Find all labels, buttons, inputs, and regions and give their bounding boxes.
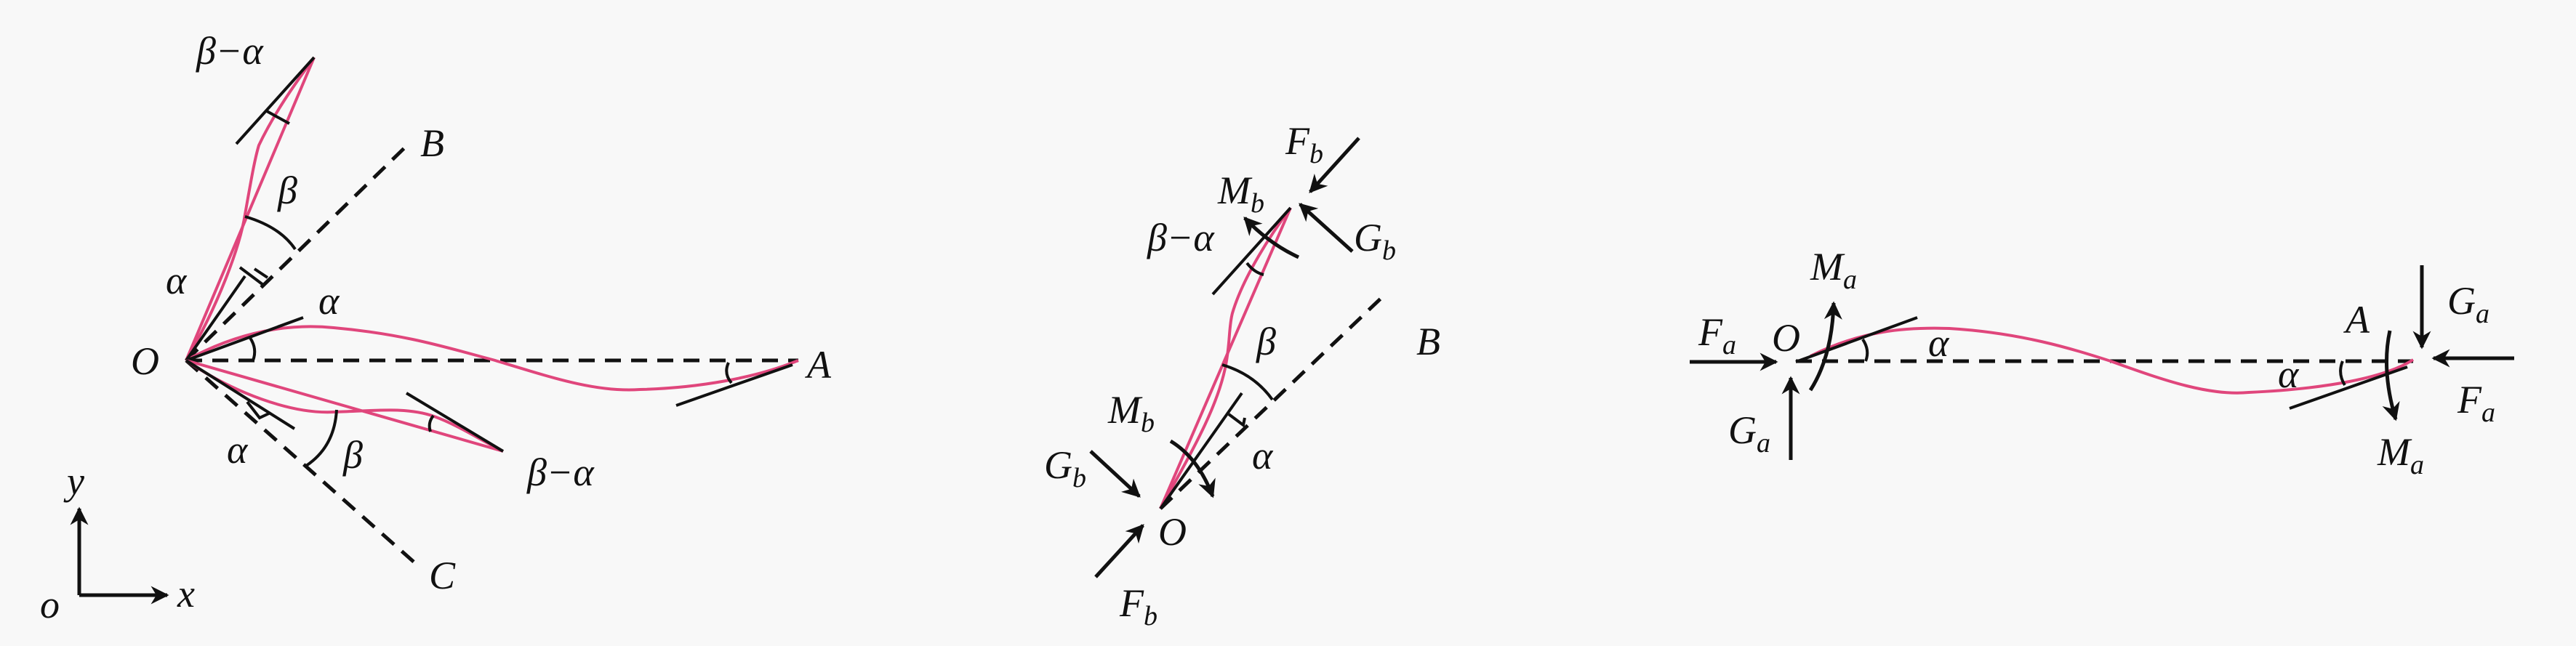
tangent-top [235,56,316,145]
label-alpha: α [1252,434,1274,477]
tangent-top [1211,206,1292,296]
label-a: A [2343,298,2370,342]
force-arrow-fb-top [1309,137,1360,193]
moment-arrow-ma-left [1808,301,1842,392]
label-b: B [1416,320,1440,363]
label-gb-top: Gb [1354,216,1396,266]
beam-curve [1810,326,2415,395]
label-alpha-o: α [1928,321,1950,365]
label-o: O [1158,510,1187,554]
label-c: C [429,554,456,597]
beta-arc-b [244,215,297,251]
tangent-o-a [185,316,304,362]
angle-arc-o [1861,338,1869,362]
label-beta-oc: β [342,433,363,477]
beam-curve-oc [185,359,504,453]
label-alpha-ob: α [166,259,188,302]
force-arrow-fb-bottom [1094,524,1144,578]
label-axes-origin: o [40,583,60,626]
right-angle-mark-b [238,266,269,286]
right-angle-mark [1227,413,1246,428]
label-fa-left: Fa [1698,310,1736,360]
label-alpha-a: α [2278,352,2300,396]
panel-b: O B β α β−α Fb Mb Gb Mb Gb Fb [1044,119,1440,631]
moment-arrow-mb-top [1243,217,1300,259]
label-fb-bottom: Fb [1119,581,1157,631]
tangent-o-c [185,359,296,430]
label-ma-left: Ma [1810,245,1857,295]
label-alpha-oc: α [227,428,249,472]
force-arrow-gb-top [1299,203,1354,253]
label-b: B [420,121,444,165]
beta-alpha-arc-top [266,110,290,125]
right-angle-mark-c [246,400,271,420]
label-fb-top: Fb [1285,119,1323,169]
beam-chord-ob [185,57,316,361]
label-ga-right: Ga [2447,279,2489,329]
moment-arrow-ma-right [2382,330,2400,421]
beam-curve-oa [185,325,799,392]
label-beta-minus-alpha-bottom: β−α [526,451,595,494]
label-beta-minus-alpha-top: β−α [196,29,264,73]
beam-curve [1159,206,1292,509]
angle-arc-o [249,336,257,361]
tangent-o [1795,316,1918,363]
tangent-bottom [405,392,505,453]
label-ma-right: Ma [2377,430,2424,480]
force-arrow-gb-bottom [1089,450,1141,498]
angle-arc-a [725,362,733,384]
tangent-a [675,363,793,407]
label-beta-minus-alpha: β−α [1147,216,1215,259]
label-o: O [1772,316,1800,360]
label-mb-top: Mb [1217,169,1264,219]
label-beta: β [1256,320,1276,363]
label-mb-bottom: Mb [1107,388,1155,438]
label-a: A [805,343,832,387]
dashed-line-oc [185,359,416,564]
beta-alpha-arc [1245,262,1264,276]
label-y-axis: y [63,459,84,503]
beta-arc [1221,363,1274,401]
label-fa-right: Fa [2457,378,2495,428]
beam-curve-ob [185,56,316,362]
tangent-o-b [185,275,246,362]
label-gb-bottom: Gb [1044,443,1086,493]
beam-chord-oc [185,359,504,453]
label-o: O [131,339,159,383]
label-ga-left: Ga [1728,408,1770,459]
moment-arrow-mb-bottom [1169,439,1216,498]
label-x-axis: x [177,572,195,615]
label-alpha-oa: α [318,279,340,323]
panel-c: O A α α Fa Ma Ga Ga Fa Ma [1690,245,2514,480]
beta-arc-c [305,409,338,467]
angle-arc-a [2339,360,2346,387]
label-beta-ob: β [277,169,297,212]
panel-a: O A B C α α α β β β−α β−α y x o [40,29,832,626]
tangent-o [1159,392,1243,510]
beta-alpha-arc-bottom [428,414,435,432]
